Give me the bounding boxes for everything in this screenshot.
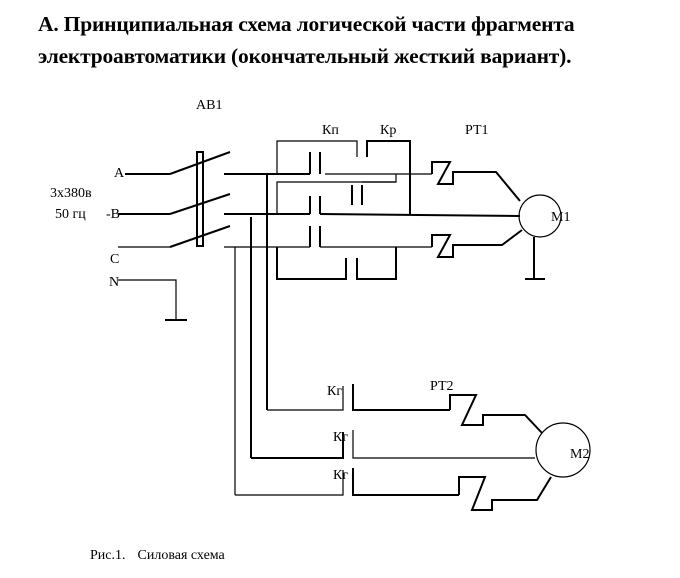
phase-c-label: C: [110, 252, 119, 267]
phase-a-label: A: [114, 166, 125, 181]
contactor-forward-label: Кп: [322, 123, 339, 138]
thermal-relay-1-label: РТ1: [465, 123, 489, 138]
contactor-reverse-label: Кр: [380, 123, 396, 138]
phase-b-label: -B: [106, 207, 120, 222]
voltage-label: 3x380в: [50, 186, 92, 201]
motor-1-label: М1: [551, 210, 570, 225]
thermal-relay-2: [449, 394, 552, 511]
neutral-ground: [118, 279, 187, 321]
contactor-m2-label-2: Кг: [333, 430, 348, 445]
breaker-body: [196, 151, 204, 247]
neutral-label: N: [109, 275, 119, 290]
motor-2-label: М2: [570, 447, 589, 462]
contactor-m2-label-1: Кг: [327, 384, 342, 399]
contactor-m2-label-3: Кг: [333, 468, 348, 483]
motor-1-ground: [525, 237, 545, 280]
contactor-block: [276, 140, 521, 280]
thermal-relay-2-label: РТ2: [430, 379, 454, 394]
frequency-label: 50 гц: [55, 207, 86, 222]
figure-title: Силовая схема: [137, 548, 225, 563]
breaker-contacts: [118, 151, 231, 248]
figure-caption: Рис.1. Силовая схема: [90, 548, 225, 564]
thermal-relay-1: [431, 161, 523, 258]
motor-1-circle: [518, 194, 562, 238]
bus-lines: [224, 173, 310, 495]
figure-number: Рис.1.: [90, 548, 126, 563]
heading-line-1: А. Принципиальная схема логической части…: [38, 12, 575, 36]
heading-line-2: электроавтоматики (окончательный жесткий…: [38, 44, 572, 68]
motor-2-circle: [535, 422, 591, 478]
motor-2-contacts: [235, 384, 535, 496]
page-heading: А. Принципиальная схема логической части…: [38, 8, 575, 72]
breaker-label: АВ1: [196, 98, 222, 113]
